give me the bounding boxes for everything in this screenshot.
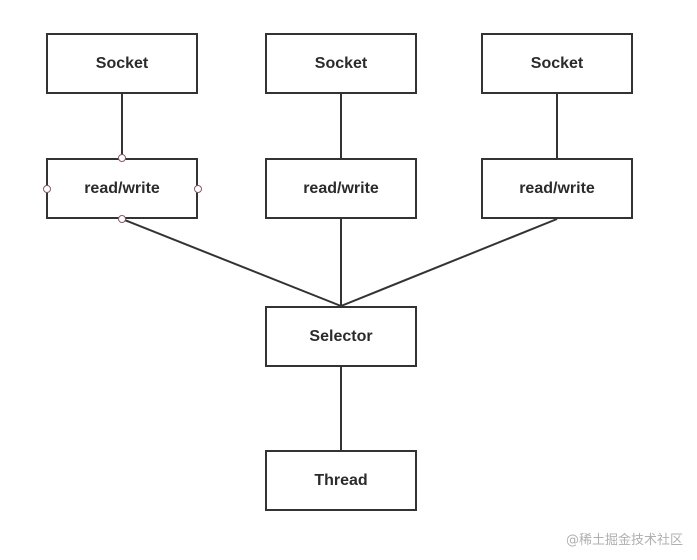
read-write-box-2[interactable]: read/write: [265, 158, 417, 219]
thread-box[interactable]: Thread: [265, 450, 417, 511]
selector-label: Selector: [309, 327, 373, 345]
selection-handle-top[interactable]: [118, 154, 126, 162]
edge-read-write-3-selector: [340, 218, 558, 307]
selection-handle-right[interactable]: [194, 185, 202, 193]
read-write-label-1: read/write: [84, 179, 160, 197]
socket-label-3: Socket: [530, 54, 584, 72]
read-write-box-3[interactable]: read/write: [481, 158, 633, 219]
socket-box-2[interactable]: Socket: [265, 33, 417, 94]
selection-handle-left[interactable]: [43, 185, 51, 193]
selector-box[interactable]: Selector: [265, 306, 417, 367]
read-write-label-3: read/write: [519, 179, 595, 197]
edge-read-write-1-selector: [121, 218, 342, 307]
socket-label-1: Socket: [95, 54, 149, 72]
watermark-text: @稀土掘金技术社区: [565, 533, 683, 548]
socket-box-1[interactable]: Socket: [46, 33, 198, 94]
socket-box-3[interactable]: Socket: [481, 33, 633, 94]
thread-label: Thread: [314, 471, 368, 489]
selection-handle-bottom[interactable]: [118, 215, 126, 223]
socket-label-2: Socket: [314, 54, 368, 72]
read-write-label-2: read/write: [303, 179, 379, 197]
read-write-box-1[interactable]: read/write: [46, 158, 198, 219]
